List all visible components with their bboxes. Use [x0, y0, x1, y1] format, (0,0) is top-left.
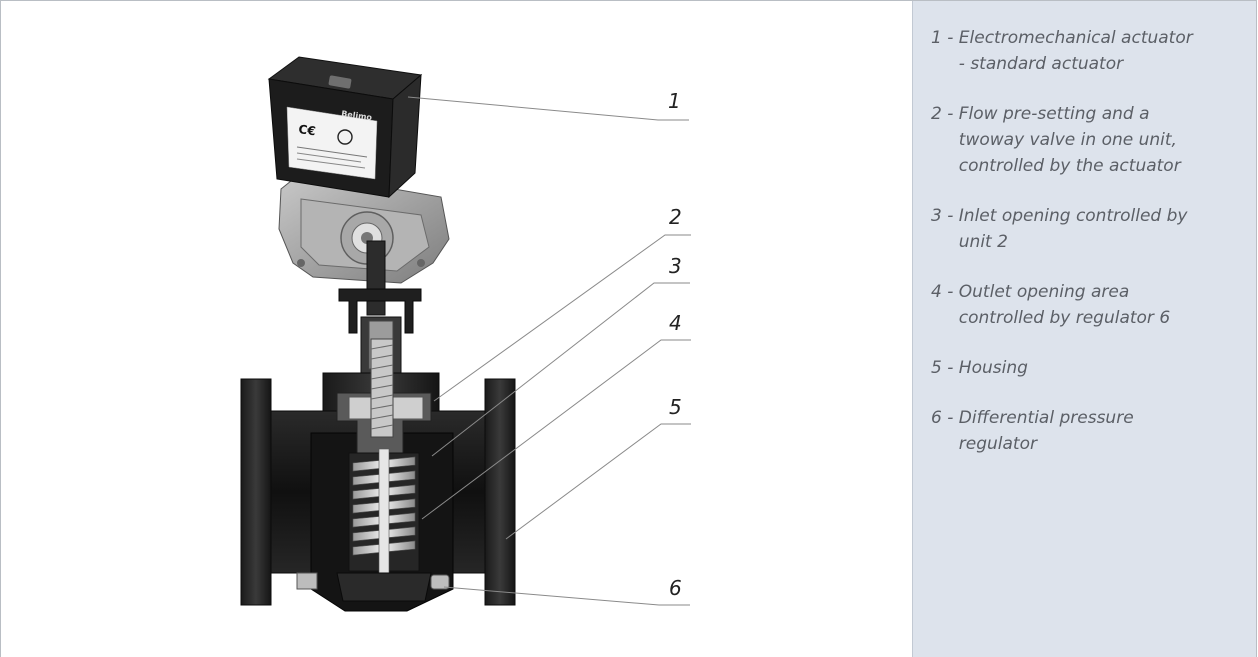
legend-text: twoway valve in one unit,: [958, 130, 1177, 150]
legend-separator: -: [941, 206, 959, 226]
valve-body: [240, 240, 516, 612]
legend-list: 1 - Electromechanical actuator - standar…: [931, 25, 1251, 481]
legend-text: - standard actuator: [958, 54, 1124, 74]
legend-separator: -: [941, 104, 959, 124]
legend-text: Flow pre-setting and a: [958, 104, 1150, 124]
leader-line-6: [443, 586, 690, 606]
leader-line-2: [433, 234, 691, 402]
legend-item: 3 - Inlet opening controlled by unit 2: [931, 203, 1251, 255]
legend-separator: -: [941, 358, 959, 378]
legend-number: 2: [931, 104, 942, 124]
valve-illustration: C€ Belimo: [240, 56, 691, 612]
leader-line-4: [421, 339, 691, 520]
callout-number-3: 3: [669, 254, 682, 278]
legend-separator: -: [941, 282, 959, 302]
legend-text: Electromechanical actuator: [958, 28, 1193, 48]
legend-item: 6 - Differential pressure regulator: [931, 405, 1251, 457]
legend-text: controlled by regulator 6: [958, 308, 1171, 328]
legend-text: Inlet opening controlled by: [958, 206, 1188, 226]
callout-number-1: 1: [668, 89, 681, 113]
legend-text: Outlet opening area: [958, 282, 1130, 302]
legend-text: Differential pressure: [958, 408, 1134, 428]
legend-separator: -: [941, 28, 959, 48]
leader-line-5: [505, 423, 691, 540]
svg-text:C€: C€: [298, 122, 317, 138]
actuator-brand: Belimo: [341, 109, 373, 122]
legend-text: Housing: [958, 358, 1028, 378]
legend-text: controlled by the actuator: [958, 156, 1181, 176]
legend-number: 4: [931, 282, 942, 302]
valve-figure: C€ Belimo: [1, 1, 912, 657]
leader-line-3: [431, 282, 690, 457]
legend-number: 1: [931, 28, 942, 48]
legend-number: 3: [931, 206, 942, 226]
callout-number-6: 6: [669, 576, 682, 600]
legend-panel: 1 - Electromechanical actuator - standar…: [912, 1, 1256, 657]
actuator: C€ Belimo: [267, 56, 450, 284]
legend-item: 2 - Flow pre-setting and a twoway valve …: [931, 101, 1251, 179]
legend-item: 1 - Electromechanical actuator - standar…: [931, 25, 1251, 77]
leader-line-1: [407, 96, 689, 121]
legend-separator: -: [941, 408, 959, 428]
callout-number-2: 2: [669, 205, 682, 229]
legend-text: unit 2: [958, 232, 1008, 252]
legend-item: 4 - Outlet opening area controlled by re…: [931, 279, 1251, 331]
legend-number: 6: [931, 408, 942, 428]
callout-number-4: 4: [669, 311, 682, 335]
legend-item: 5 - Housing: [931, 355, 1251, 381]
legend-text: regulator: [958, 434, 1037, 454]
callout-number-5: 5: [669, 395, 682, 419]
leader-lines: [407, 96, 691, 606]
legend-number: 5: [931, 358, 942, 378]
